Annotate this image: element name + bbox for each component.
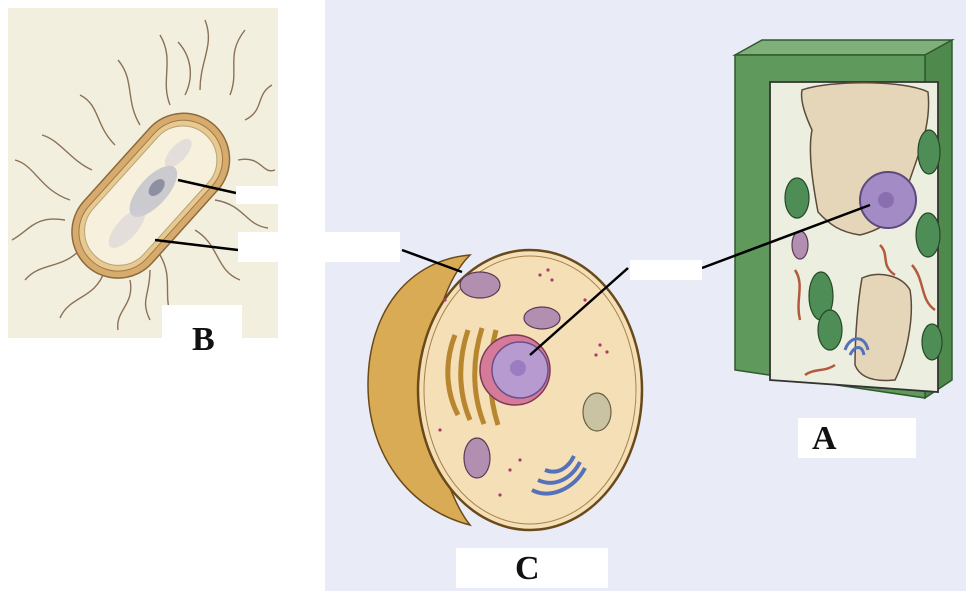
plant-nucleolus bbox=[878, 192, 894, 208]
label-a: A bbox=[812, 422, 837, 456]
label-c: C bbox=[515, 552, 540, 586]
label-b: B bbox=[192, 323, 215, 357]
blank-label-box-1 bbox=[236, 186, 318, 204]
blank-label-box-2 bbox=[238, 232, 400, 262]
animal-nucleolus bbox=[510, 360, 526, 376]
blank-label-box-3 bbox=[630, 260, 702, 280]
animal-vacuole bbox=[583, 393, 611, 431]
plant-mitochondrion bbox=[792, 231, 808, 259]
plant-cell-top-face bbox=[735, 40, 952, 55]
